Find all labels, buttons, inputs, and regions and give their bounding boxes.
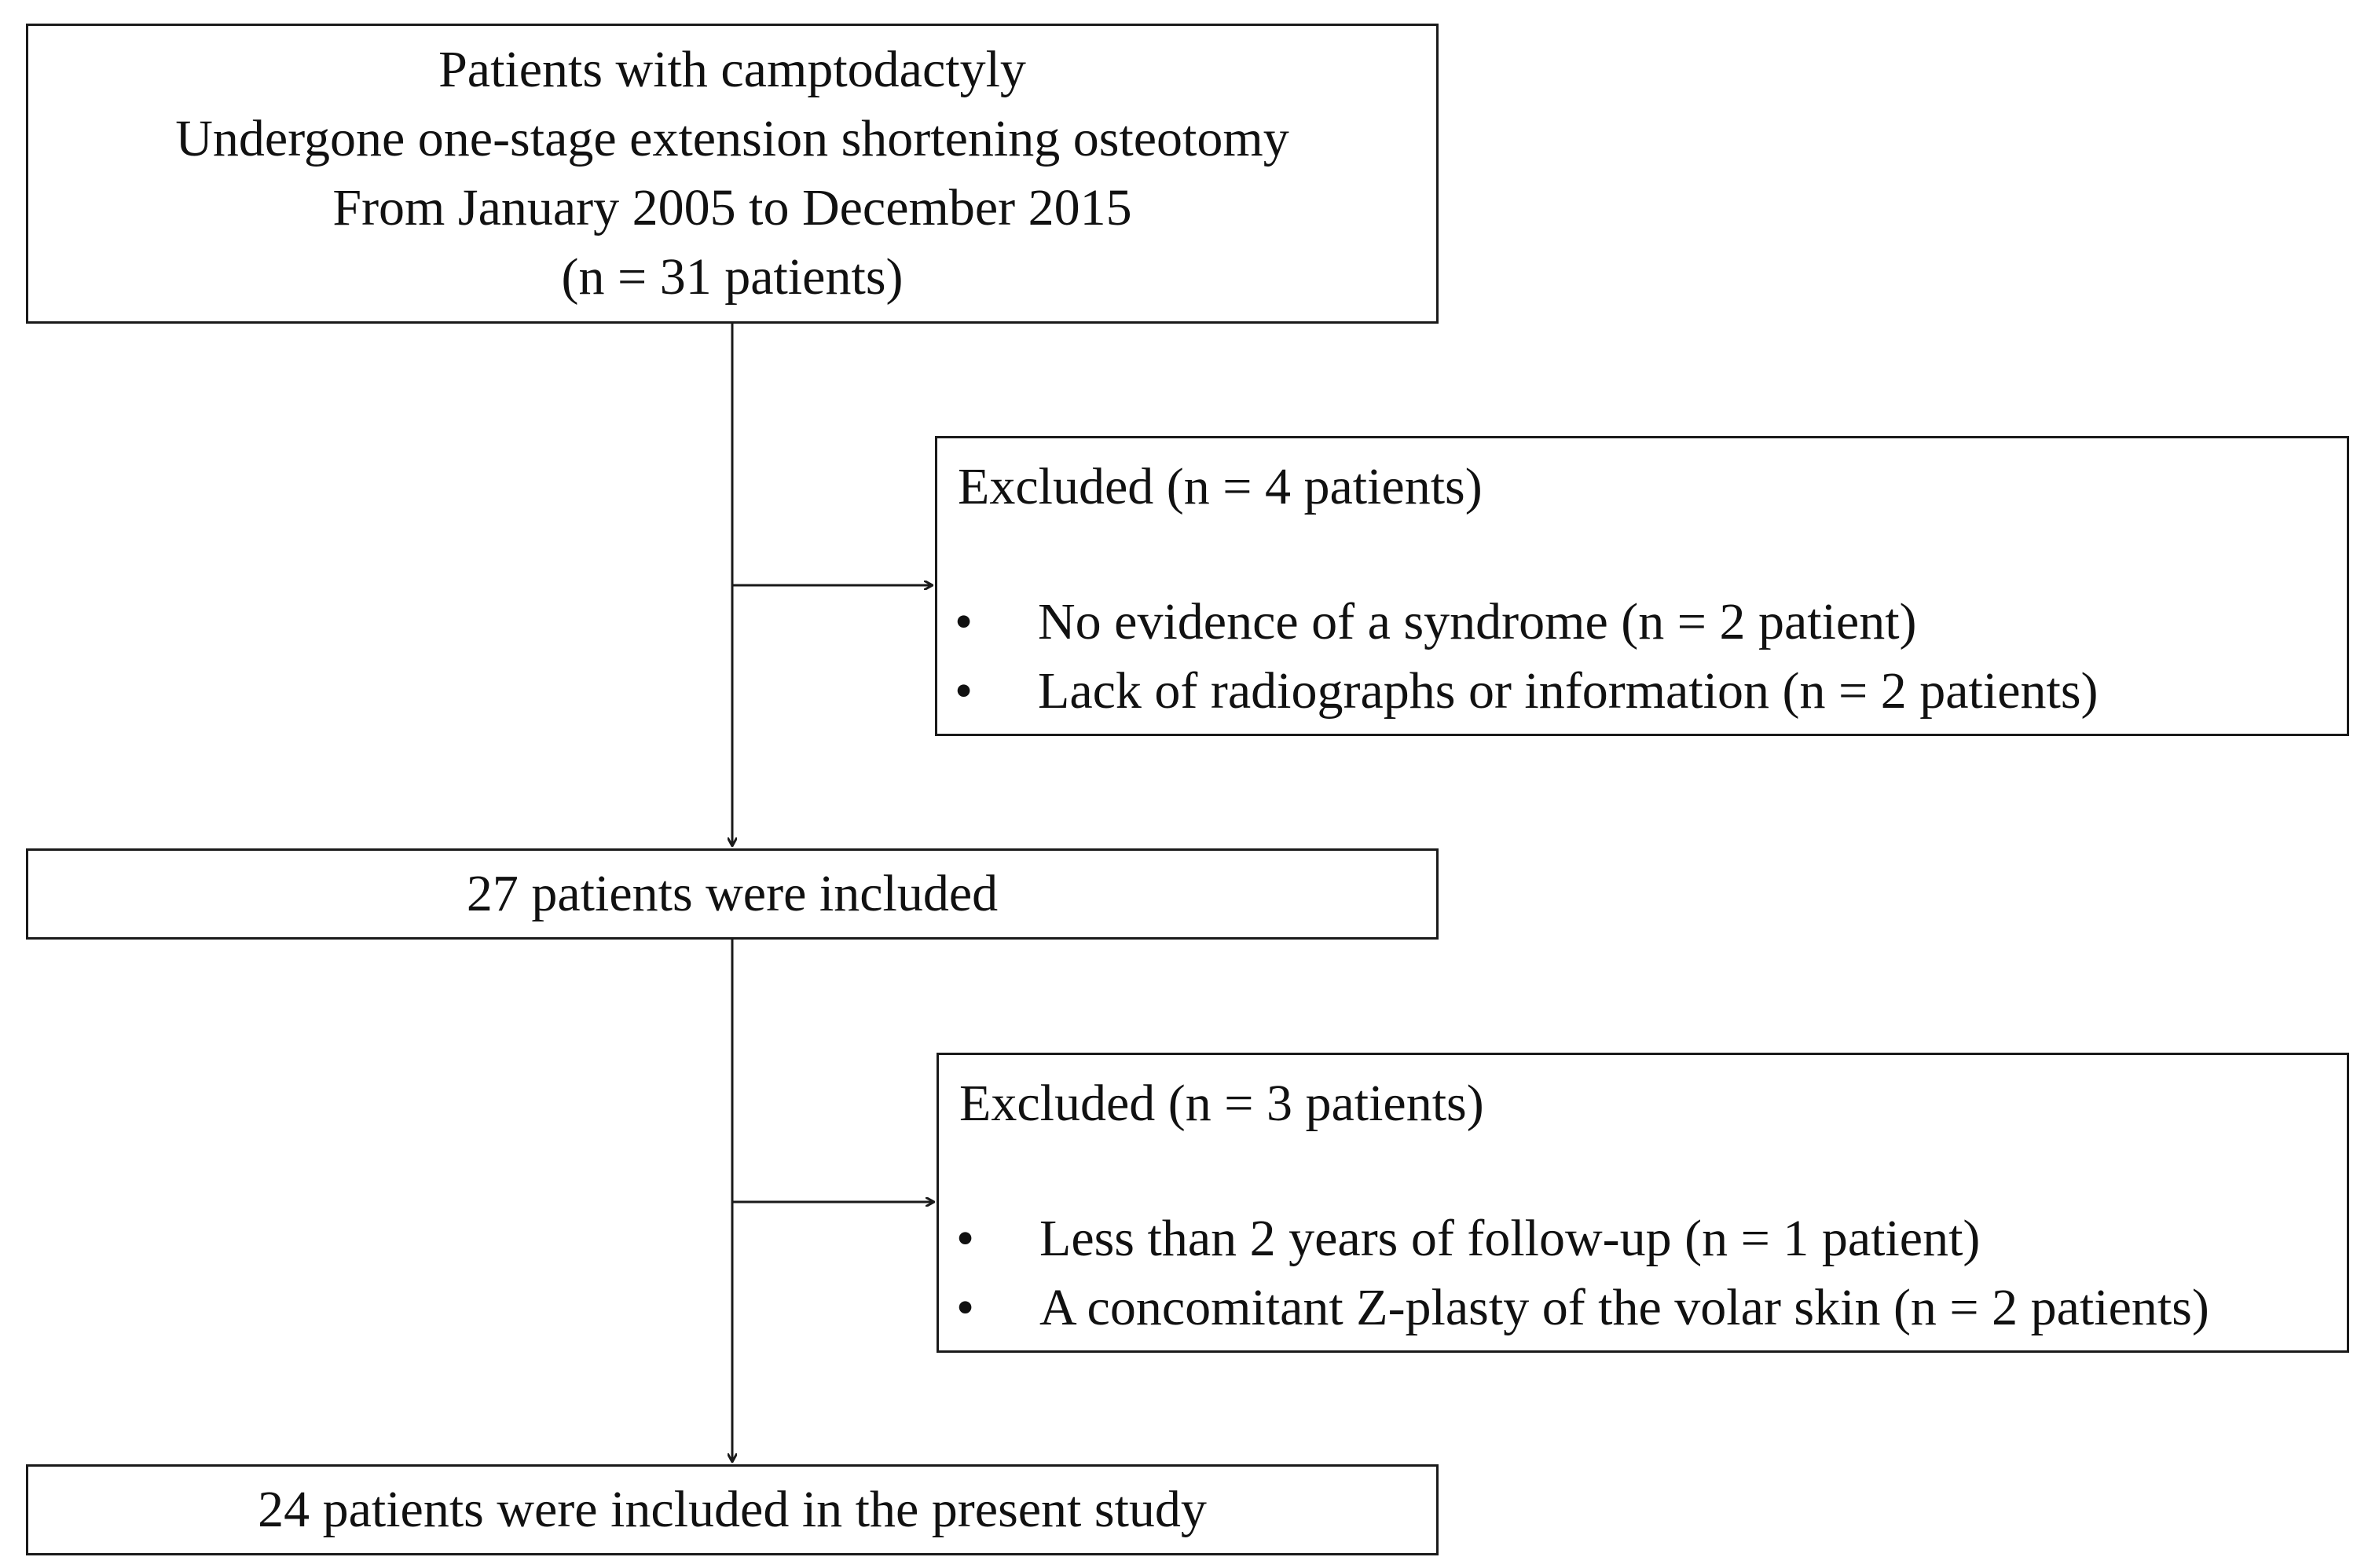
start-line-2: Undergone one-stage extension shortening… [175,110,1289,167]
exclusion-2-item: • Less than 2 years of follow-up (n = 1 … [939,1204,2209,1273]
start-line-1: Patients with camptodactyly [438,41,1026,98]
exclusion-1-list: • No evidence of a syndrome (n = 2 patie… [937,588,2099,726]
exclusion-2-title: Excluded (n = 3 patients) [959,1075,1484,1132]
start-patients-box: Patients with camptodactyly Undergone on… [26,24,1439,324]
exclusion-1-item-text: Lack of radiographs or information (n = … [1038,662,2099,720]
start-line-3: From January 2005 to December 2015 [332,179,1132,236]
start-line-4: (n = 31 patients) [561,248,904,306]
exclusion-1-item: • No evidence of a syndrome (n = 2 patie… [937,588,2099,657]
bullet-icon: • [955,662,973,720]
bullet-icon: • [955,593,973,650]
final-box-text: 24 patients were included in the present… [258,1481,1207,1538]
exclusion-1-title: Excluded (n = 4 patients) [958,458,1483,515]
exclusion-2-item: • A concomitant Z-plasty of the volar sk… [939,1273,2209,1343]
exclusion-box-1: Excluded (n = 4 patients) • No evidence … [935,436,2349,736]
final-included-box: 24 patients were included in the present… [26,1464,1439,1555]
bullet-icon: • [956,1279,975,1336]
middle-box-text: 27 patients were included [466,865,999,922]
included-27-box: 27 patients were included [26,848,1439,940]
exclusion-2-list: • Less than 2 years of follow-up (n = 1 … [939,1204,2209,1343]
exclusion-1-item: • Lack of radiographs or information (n … [937,657,2099,726]
exclusion-1-item-text: No evidence of a syndrome (n = 2 patient… [1038,593,1917,650]
exclusion-2-item-text: A concomitant Z-plasty of the volar skin… [1039,1279,2209,1336]
bullet-icon: • [956,1210,975,1267]
exclusion-box-2: Excluded (n = 3 patients) • Less than 2 … [937,1053,2349,1353]
exclusion-2-item-text: Less than 2 years of follow-up (n = 1 pa… [1039,1210,1981,1267]
